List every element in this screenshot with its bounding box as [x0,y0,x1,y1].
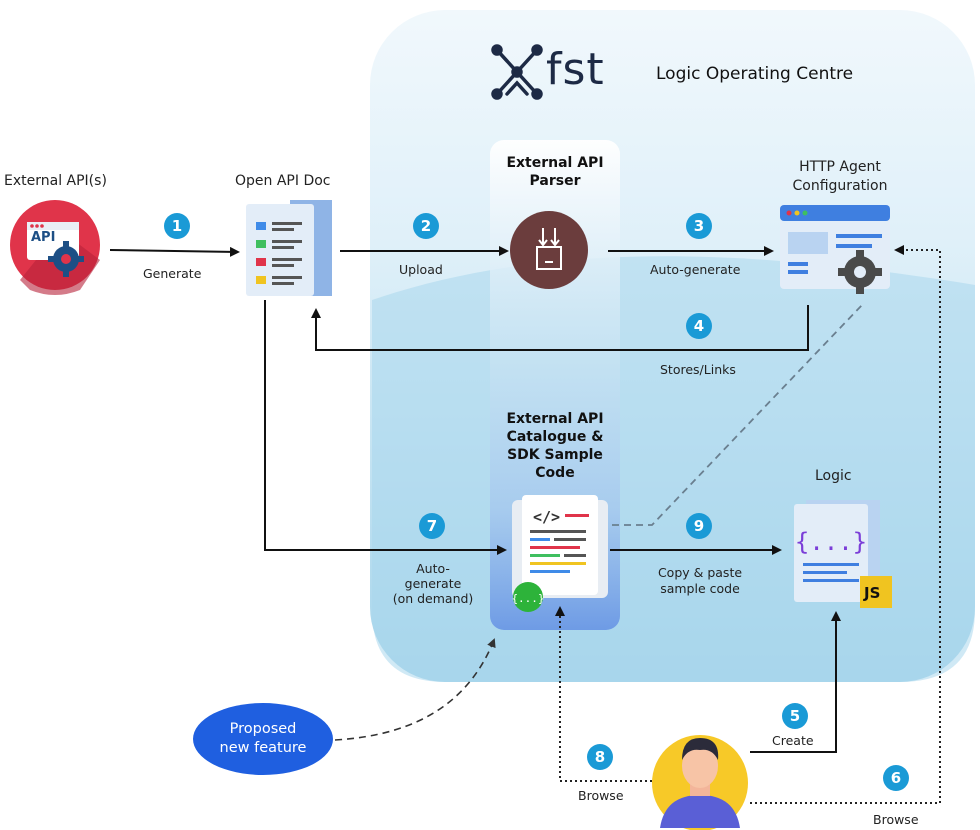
fst-logo-icon [491,44,543,100]
http-agent-icon [780,205,890,294]
logic-label: Logic [815,468,852,484]
step-label-2: Upload [399,262,443,277]
svg-text:</>: </> [533,508,560,526]
js-badge: JS [864,584,881,602]
svg-text:{...}: {...} [795,528,867,556]
step-label-7: Auto-generate(on demand) [392,561,474,606]
api-icon-text: API [31,230,56,245]
openapi-doc-icon [246,200,332,296]
sdk-code-scroll-icon: </> {...} [511,495,608,612]
arrow-step-8 [555,606,652,782]
step-label-3: Auto-generate [650,262,741,277]
step-badge-4: 4 [686,313,712,339]
step-label-8: Browse [578,788,624,803]
parser-icon [510,211,588,289]
step-label-5: Create [772,733,814,748]
openapi-doc-label: Open API Doc [235,173,331,189]
dashed-arrow-proposed-feature [334,638,496,741]
step-badge-7: 7 [419,513,445,539]
step-badge-6: 6 [883,765,909,791]
step-label-4: Stores/Links [660,362,736,377]
step-badge-5: 5 [782,703,808,729]
logic-js-file-icon: {...} [794,500,892,608]
arrow-step-1 [109,246,240,257]
step-badge-2: 2 [413,213,439,239]
arrow-step-5 [750,611,841,753]
dashed-link-catalogue-agent [612,304,863,526]
svg-text:{...}: {...} [511,592,544,605]
fst-logo-text: fst [546,44,605,95]
external-api-label: External API(s) [4,173,107,189]
page-title: Logic Operating Centre [656,64,854,84]
arrow-step-4 [311,305,809,351]
arrow-step-6 [750,245,941,804]
step-badge-8: 8 [587,744,613,770]
step-badge-9: 9 [686,513,712,539]
step-label-1: Generate [143,266,202,281]
external-api-icon [10,200,100,295]
step-badge-3: 3 [686,213,712,239]
arrow-step-7 [264,300,507,555]
user-avatar-icon [652,735,748,830]
step-badge-1: 1 [164,213,190,239]
step-label-6: Browse [873,812,919,827]
